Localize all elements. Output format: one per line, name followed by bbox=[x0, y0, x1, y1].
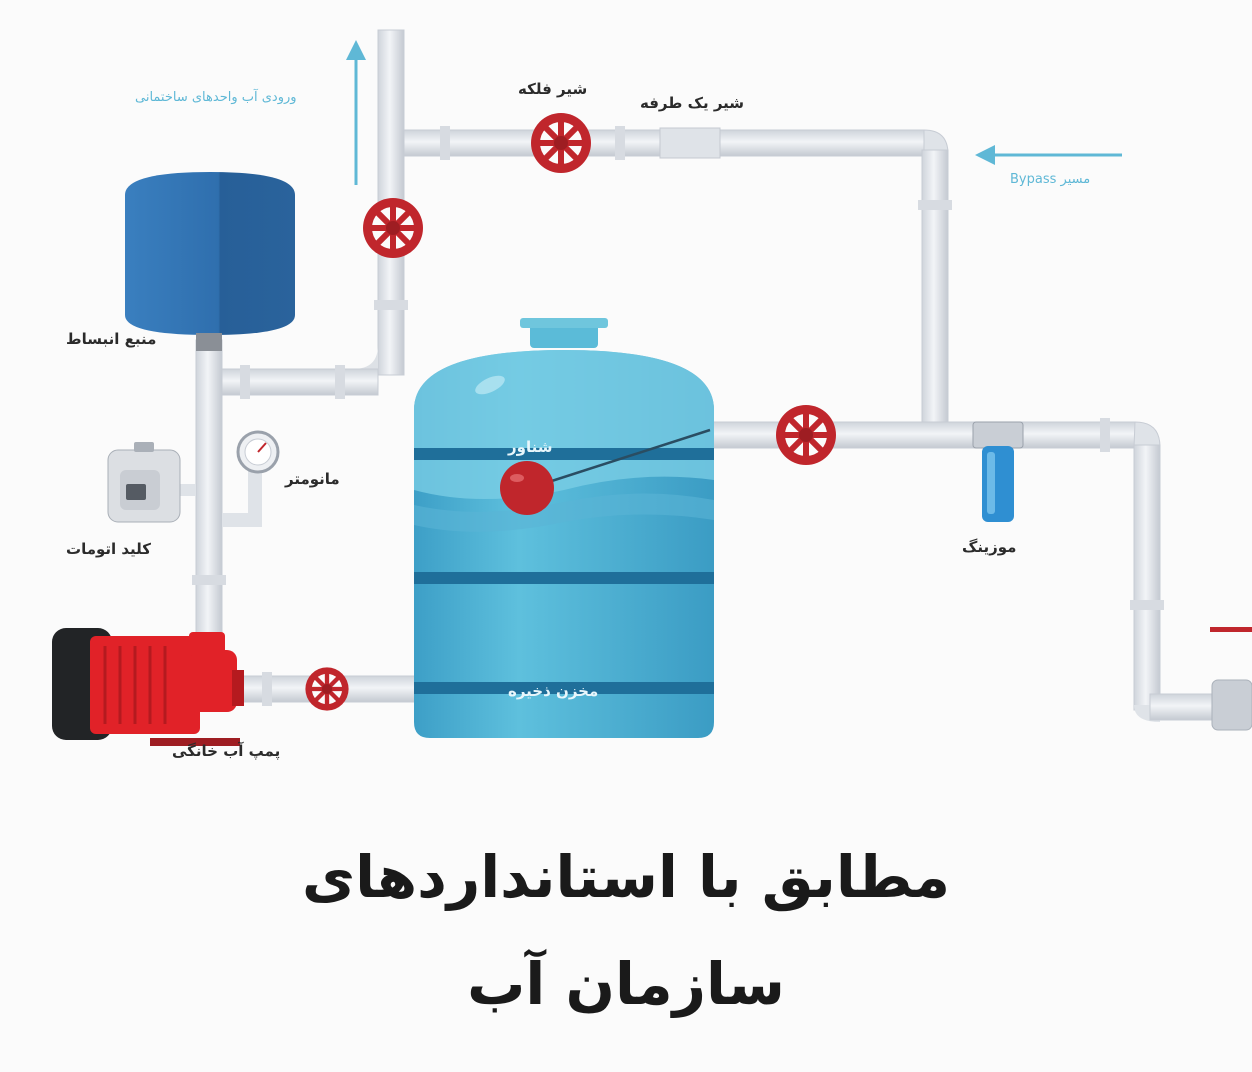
left-vertical-pipe bbox=[175, 339, 262, 641]
bypass-label: مسیر Bypass bbox=[1010, 172, 1091, 187]
top-pipe bbox=[403, 126, 952, 431]
gate-valve-label: شیر فلکه bbox=[518, 80, 588, 98]
gate-valve-bottom bbox=[305, 667, 348, 710]
pump-device bbox=[52, 628, 244, 746]
expansion-tank bbox=[125, 172, 295, 351]
caption-line-2: سازمان آب bbox=[467, 950, 785, 1018]
storage-tank bbox=[414, 318, 714, 738]
caption-line-1: مطابق با استانداردهای bbox=[301, 843, 951, 911]
inlet-arrow bbox=[346, 40, 366, 185]
gate-valve-top bbox=[531, 113, 591, 173]
manometer-label: مانومتر bbox=[285, 470, 340, 488]
auto-switch-device bbox=[107, 442, 181, 523]
check-valve-label: شیر یک طرفه bbox=[640, 94, 745, 112]
manometer-gauge bbox=[236, 430, 280, 474]
auto-switch-label: کلید اتومات bbox=[66, 540, 152, 558]
tank-outlet-pipe bbox=[704, 418, 1252, 731]
filter-label: موزینگ bbox=[962, 538, 1017, 556]
gate-valve-riser bbox=[363, 198, 423, 258]
inlet-label: ورودی آب واحدهای ساختمانی bbox=[135, 90, 297, 105]
gate-valve-outlet bbox=[776, 405, 836, 465]
expansion-tank-label: منبع انبساط bbox=[66, 330, 157, 348]
pump-label: پمپ آب خانگی bbox=[172, 742, 281, 760]
float-label: شناور bbox=[508, 438, 553, 456]
bypass-arrow bbox=[975, 145, 1122, 165]
storage-tank-label: مخزن ذخیره bbox=[508, 682, 599, 700]
expansion-pipe bbox=[217, 365, 379, 399]
filter-housing bbox=[972, 421, 1024, 522]
